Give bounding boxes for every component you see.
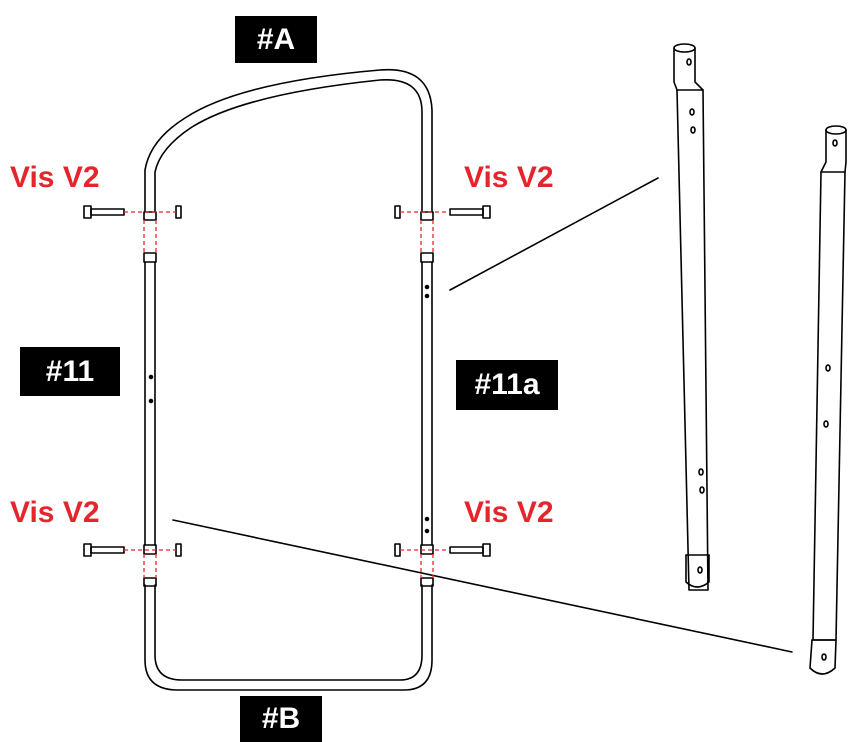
- nut-bottom-left-icon: [175, 543, 182, 557]
- screw-top-right-icon: [449, 205, 491, 219]
- left-bottom-sleeve: [143, 577, 157, 587]
- nut-top-left-icon: [175, 205, 182, 219]
- right-top-sleeve: [420, 211, 434, 221]
- top-frame-a: [144, 68, 433, 213]
- screw-bottom-left-icon: [83, 543, 125, 557]
- right-bottom-sleeve: [420, 577, 434, 587]
- nut-bottom-right-icon: [394, 543, 401, 557]
- screw-label-bottom-right: Vis V2: [464, 496, 554, 529]
- leader-line-upper: [449, 177, 659, 291]
- part-label-11a: #11a: [456, 360, 558, 410]
- left-top-sleeve: [143, 211, 157, 221]
- part-label-a: #A: [235, 16, 317, 63]
- leader-line-lower: [172, 519, 793, 653]
- part-label-b: #B: [240, 696, 322, 742]
- part-label-11: #11: [20, 347, 120, 396]
- left-tube-11: [143, 252, 157, 555]
- screw-label-top-right: Vis V2: [464, 161, 554, 194]
- screw-top-left-icon: [83, 205, 125, 219]
- detail-tube-11: [809, 125, 847, 675]
- detail-tube-11a: [673, 43, 710, 591]
- right-tube-11a: [420, 252, 434, 555]
- bottom-frame-b: [144, 584, 433, 691]
- screw-label-top-left: Vis V2: [10, 161, 100, 194]
- nut-top-right-icon: [394, 205, 401, 219]
- assembly-guides: [124, 211, 450, 578]
- screw-bottom-right-icon: [449, 543, 491, 557]
- screw-label-bottom-left: Vis V2: [10, 496, 100, 529]
